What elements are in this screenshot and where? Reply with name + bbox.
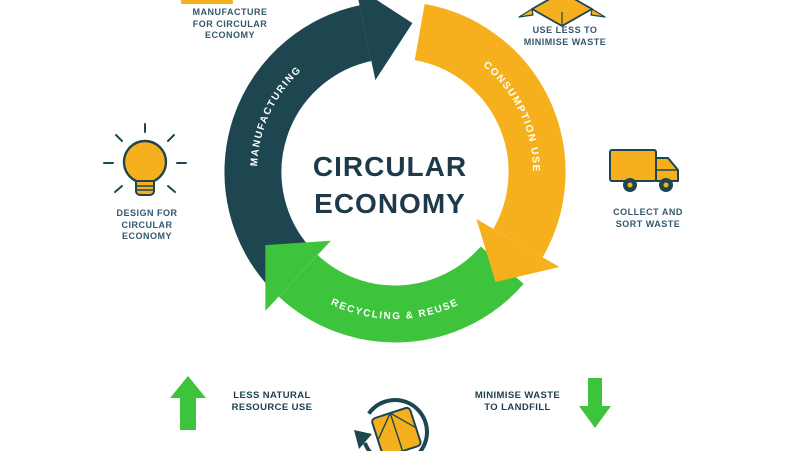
callout-line: DESIGN FOR <box>116 208 178 218</box>
footer-line: MINIMISE WASTE <box>474 390 561 401</box>
consumption-arc <box>414 4 566 258</box>
title-line-1: CIRCULAR <box>312 151 468 182</box>
footer-line: LESS NATURAL <box>233 390 311 401</box>
recycling-arc <box>278 245 524 343</box>
callout-manufacture: MANUFACTURE FOR CIRCULAR ECONOMY <box>170 7 290 42</box>
garbage-truck-icon <box>609 149 679 192</box>
callout-line: MANUFACTURE <box>192 7 268 17</box>
footer-less-natural-resource: LESS NATURAL RESOURCE USE <box>212 390 332 414</box>
callout-use-less: USE LESS TO MINIMISE WASTE <box>500 25 630 48</box>
cropped-box-icon <box>181 0 233 4</box>
page-title: CIRCULAR ECONOMY <box>280 148 500 222</box>
manufacturing-arrowhead-icon <box>358 0 413 81</box>
footer-line: TO LANDFILL <box>484 402 551 413</box>
up-arrow-icon <box>170 376 206 430</box>
recycling-arrowhead-icon <box>265 240 331 311</box>
open-box-icon <box>518 0 606 27</box>
footer-line: RESOURCE USE <box>231 402 313 413</box>
cycle-arcs <box>224 0 566 343</box>
manufacturing-arc <box>224 5 373 284</box>
callout-line: ECONOMY <box>121 231 172 241</box>
recycle-box-icon <box>354 398 429 451</box>
callout-line: SORT WASTE <box>615 218 681 229</box>
footer-minimise-waste: MINIMISE WASTE TO LANDFILL <box>455 390 580 414</box>
callout-line: MINIMISE WASTE <box>523 36 607 47</box>
callout-collect: COLLECT AND SORT WASTE <box>598 207 698 230</box>
callout-design: DESIGN FOR CIRCULAR ECONOMY <box>97 208 197 243</box>
callout-line: FOR CIRCULAR <box>192 18 268 29</box>
title-line-2: ECONOMY <box>314 188 466 219</box>
callout-line: COLLECT AND <box>613 207 683 217</box>
callout-line: USE LESS TO <box>532 25 598 35</box>
consumption-arrowhead-icon <box>476 219 560 282</box>
lightbulb-icon <box>103 123 187 196</box>
down-arrow-icon <box>579 378 611 428</box>
callout-line: ECONOMY <box>204 30 255 40</box>
callout-line: CIRCULAR <box>121 219 173 230</box>
